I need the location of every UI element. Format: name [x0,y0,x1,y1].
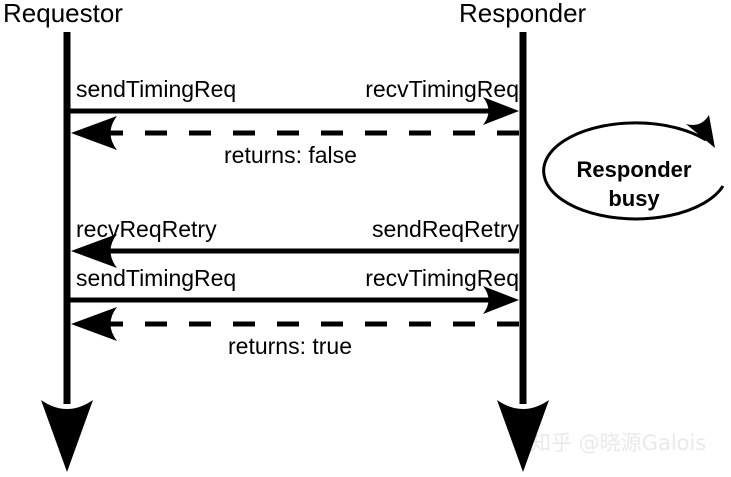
responder-busy-line-1: Responder [577,157,692,182]
responder-busy-arrowhead [686,115,715,148]
lifeline-title-responder: Responder [459,0,587,28]
lifeline-title-requestor: Requestor [3,0,123,28]
message-3-arrowhead [71,234,117,268]
responder-busy-ellipse [542,121,725,221]
lifeline-responder [497,32,549,472]
watermark-text: 知乎 @晓源Galois [530,431,706,455]
message-2-center-label: returns: false [224,142,357,168]
message-4-right-label: recvTimingReq [365,265,519,291]
message-4-send-timing-req: sendTimingReq recvTimingReq [70,265,519,314]
lifeline-responder-end-arrow [497,400,549,472]
message-2-arrowhead [71,116,117,150]
responder-busy-line-2: busy [608,186,660,211]
message-5-returns-true: returns: true [71,307,519,359]
message-1-right-label: recvTimingReq [365,76,519,102]
message-1-left-label: sendTimingReq [76,76,236,102]
message-5-arrowhead [71,307,117,341]
message-4-left-label: sendTimingReq [76,265,236,291]
message-5-center-label: returns: true [228,333,352,359]
message-3-req-retry: recvReqRetry sendReqRetry [71,216,519,268]
message-2-returns-false: returns: false [71,116,519,168]
message-3-left-label: recvReqRetry [76,216,217,242]
message-3-right-label: sendReqRetry [372,216,520,242]
lifeline-requestor-end-arrow [41,400,93,472]
message-1-arrowhead [483,97,519,125]
responder-busy-note: Responder busy [542,115,725,221]
lifeline-requestor [41,32,93,472]
message-4-arrowhead [483,286,519,314]
message-1-send-timing-req: sendTimingReq recvTimingReq [70,76,519,125]
